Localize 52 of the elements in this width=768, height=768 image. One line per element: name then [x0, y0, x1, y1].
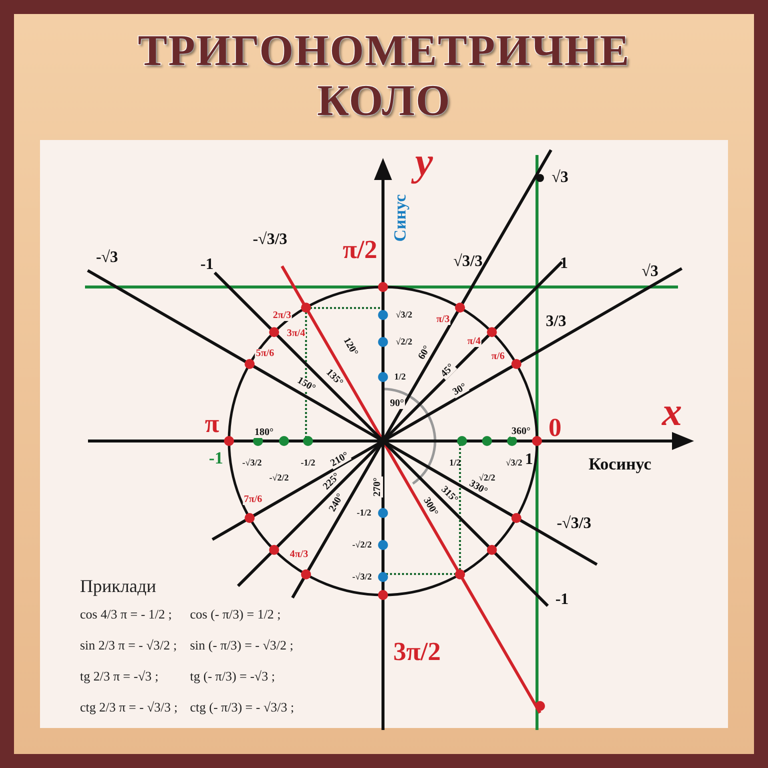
value-label: √3 — [642, 264, 658, 280]
degree-label: 90° — [389, 399, 405, 409]
title: ТРИГОНОМЕТРИЧНЕ КОЛО — [136, 26, 632, 126]
value-label: -1/2 — [300, 458, 316, 468]
value-label: 1 — [560, 256, 568, 272]
value-label: 1/2 — [394, 372, 406, 382]
formula: tg 2/3 π = -√3 ; — [80, 670, 158, 682]
value-label: 1 — [525, 452, 533, 468]
angle-label: π/2 — [342, 237, 378, 263]
formula: tg (- π/3) = -√3 ; — [190, 670, 275, 682]
axis-name: x — [662, 392, 682, 432]
value-label: 1/2 — [449, 458, 461, 468]
formula: cos (- π/3) = 1/2 ; — [190, 608, 281, 620]
degree-label: 180° — [254, 428, 274, 438]
value-label: √3/3 — [453, 254, 483, 270]
value-label: √3 — [552, 170, 568, 186]
angle-label: 3π/4 — [286, 329, 306, 339]
axis-label: Синус — [392, 194, 408, 242]
degree-label: 360° — [510, 427, 532, 437]
value-label: √3/2 — [396, 310, 412, 320]
value-label: √2/2 — [396, 338, 412, 346]
formula: ctg 2/3 π = - √3/3 ; — [80, 700, 178, 714]
heading: Приклади — [80, 577, 156, 595]
angle-label: 2π/3 — [272, 311, 292, 321]
formula: sin (- π/3) = - √3/2 ; — [190, 638, 294, 652]
angle-label: 5π/6 — [254, 349, 276, 359]
angle-label: 4π/3 — [288, 550, 310, 560]
value-label: -√3/3 — [252, 232, 288, 248]
value-label: -1 — [555, 592, 569, 608]
value-label: -√2/2 — [352, 540, 372, 550]
angle-label: π/3 — [435, 315, 451, 325]
angle-label: π — [204, 411, 220, 437]
angle-label: π/4 — [466, 337, 482, 347]
value-label: -√3/2 — [242, 458, 262, 468]
formula: sin 2/3 π = - √3/2 ; — [80, 638, 177, 652]
value-label: -√3/3 — [556, 516, 592, 532]
value-label: -1 — [208, 450, 224, 466]
value-label: -1 — [200, 257, 214, 273]
value-label: -√3/2 — [352, 572, 372, 582]
angle-label: 0 — [548, 415, 562, 441]
value-label: 3/3 — [546, 314, 566, 330]
angle-label: π/6 — [490, 352, 506, 362]
axis-label: Косинус — [588, 456, 652, 472]
angle-label: 3π/2 — [393, 639, 441, 665]
value-label: √3/2 — [506, 458, 522, 468]
formula: cos 4/3 π = - 1/2 ; — [80, 608, 172, 620]
formula: ctg (- π/3) = - √3/3 ; — [190, 700, 294, 714]
value-label: -√3 — [96, 250, 118, 266]
angle-label: 7π/6 — [242, 495, 264, 505]
value-label: -1/2 — [356, 508, 372, 518]
value-label: -√2/2 — [269, 474, 289, 482]
degree-label: 270° — [373, 476, 383, 498]
